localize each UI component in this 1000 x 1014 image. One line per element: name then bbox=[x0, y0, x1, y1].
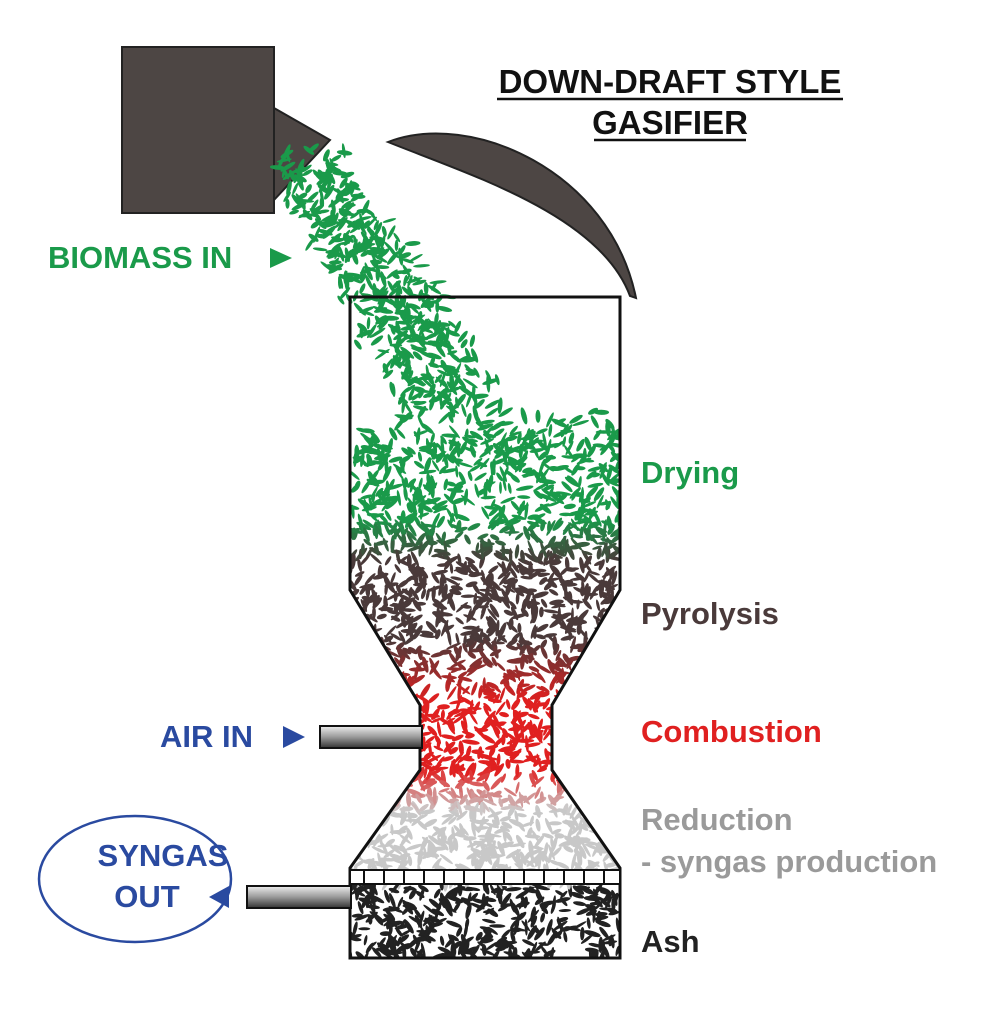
stage-reduction: Reduction bbox=[641, 802, 793, 837]
vessel-lid bbox=[385, 132, 638, 300]
syngas-pipe bbox=[246, 885, 352, 909]
air-arrow-icon bbox=[283, 726, 305, 748]
diagram-title: DOWN-DRAFT STYLE GASIFIER bbox=[497, 63, 843, 142]
title-line-2: GASIFIER bbox=[592, 104, 748, 141]
syngas-arrow-icon bbox=[209, 886, 229, 908]
gasifier-vessel bbox=[348, 295, 622, 960]
air-pipe bbox=[319, 725, 423, 749]
biomass-in-label: BIOMASS IN bbox=[48, 240, 232, 275]
biomass-arrow-icon bbox=[270, 248, 292, 268]
stage-reduction-sub: - syngas production bbox=[641, 844, 937, 879]
ash-grate bbox=[349, 869, 621, 885]
syngas-out-label-2: OUT bbox=[114, 879, 180, 914]
feed-hopper bbox=[121, 46, 332, 214]
syngas-outlet-marker bbox=[37, 814, 233, 944]
stage-combustion: Combustion bbox=[641, 714, 822, 749]
syngas-out-label-1: SYNGAS bbox=[98, 838, 229, 873]
title-line-1: DOWN-DRAFT STYLE bbox=[499, 63, 842, 100]
air-in-label: AIR IN bbox=[160, 719, 253, 754]
stage-ash: Ash bbox=[641, 924, 700, 959]
falling-biomass bbox=[269, 143, 503, 423]
stage-drying: Drying bbox=[641, 455, 739, 490]
stage-pyrolysis: Pyrolysis bbox=[641, 596, 779, 631]
